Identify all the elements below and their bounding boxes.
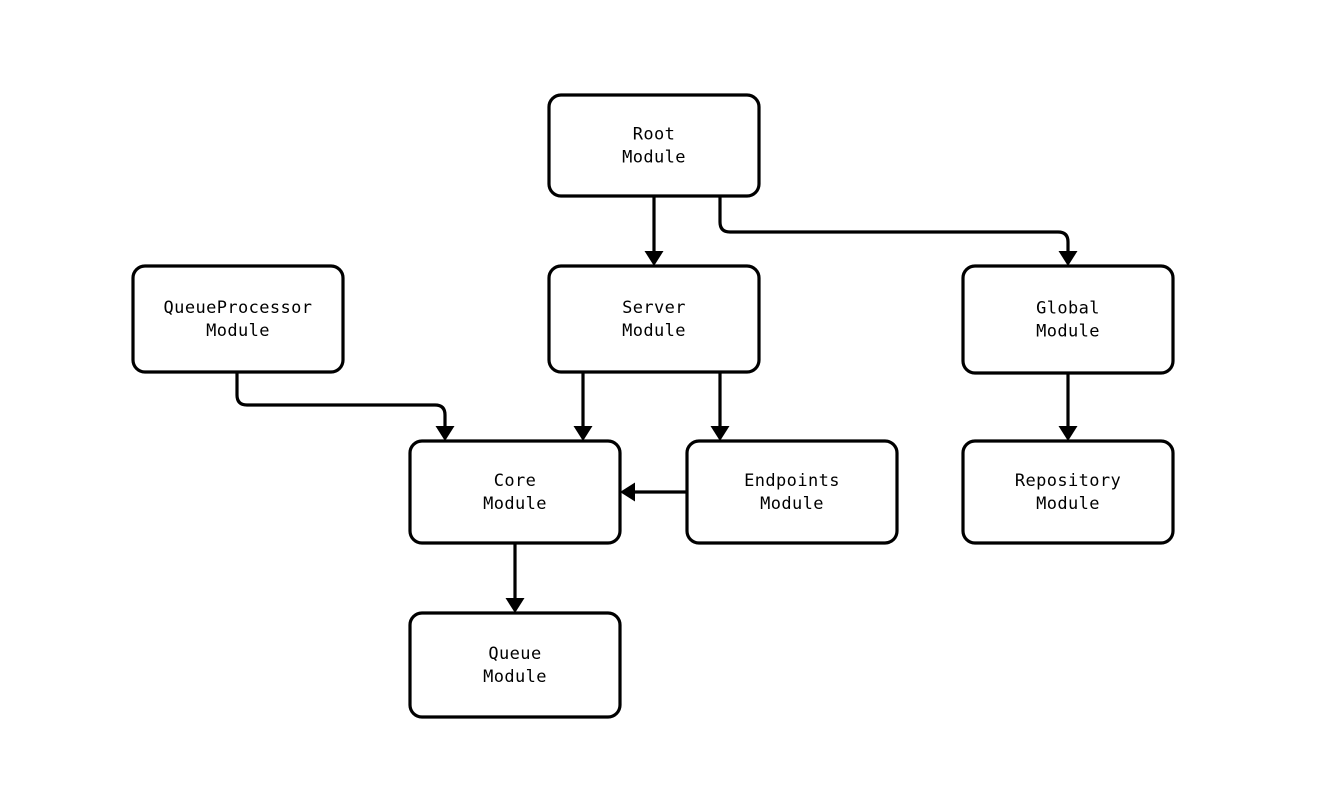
node-queue-label-line2: Module [483,667,547,687]
nodes-layer: RootModuleQueueProcessorModuleServerModu… [131,93,1175,719]
arrowhead-global-to-repository [1058,426,1078,441]
node-endpoints-shape[interactable] [685,439,899,545]
node-core-shape[interactable] [408,439,622,545]
node-server-label-line2: Module [622,321,686,341]
arrowhead-root-to-server [644,251,664,266]
arrowhead-endpoints-to-core [620,482,635,502]
node-core-label-line1: Core [494,471,537,491]
arrowhead-queueprocessor-to-core [435,426,455,441]
node-server-shape[interactable] [547,264,761,374]
node-queueprocessor-label-line1: QueueProcessor [164,298,313,318]
node-repository-label-line1: Repository [1015,471,1121,491]
node-root-label-line1: Root [633,125,676,145]
edge-root-to-global [718,196,1070,258]
node-global-shape[interactable] [961,264,1175,375]
arrowhead-root-to-global [1058,251,1078,266]
node-root-shape[interactable] [547,93,761,198]
node-queue-label-line1: Queue [488,644,541,664]
node-server-label-line1: Server [622,298,686,318]
node-global-label-line1: Global [1036,299,1100,319]
node-queueprocessor-shape[interactable] [131,264,345,374]
edge-queueprocessor-to-core [235,372,447,433]
node-core-label-line2: Module [483,494,547,514]
node-repository-shape[interactable] [961,439,1175,545]
arrowhead-core-to-queue [505,598,525,613]
node-endpoints-label-line1: Endpoints [744,471,840,491]
node-queueprocessor-label-line2: Module [206,321,270,341]
edges-layer [235,196,1078,613]
node-queue-shape[interactable] [408,611,622,719]
node-global-label-line2: Module [1036,322,1100,342]
node-endpoints-label-line2: Module [760,494,824,514]
node-repository-label-line2: Module [1036,494,1100,514]
node-root-label-line2: Module [622,148,686,168]
arrowhead-server-to-core [573,426,593,441]
arrowhead-server-to-endpoints [710,426,730,441]
